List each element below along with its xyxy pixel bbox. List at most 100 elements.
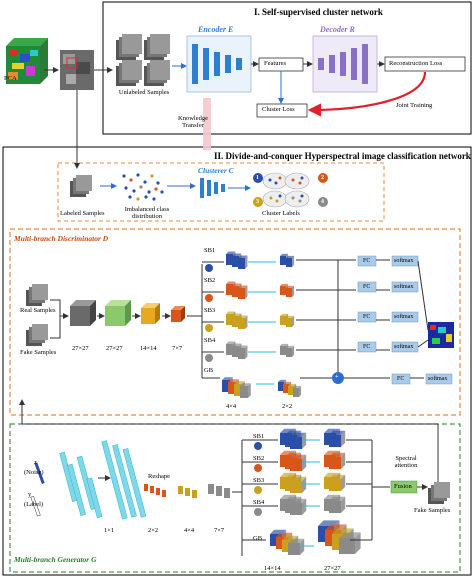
- gen-b4-c2-1: [329, 496, 346, 513]
- cluster-loss-label: Cluster Loss: [262, 106, 295, 113]
- disc-branch-sb2: SB2: [204, 277, 216, 284]
- cluster-badge-1-label: 1: [256, 175, 259, 181]
- labeled-samples-label: Labeled Samples: [60, 210, 105, 217]
- real-samples-icon: [26, 284, 48, 306]
- disc-softmax-column: [391, 255, 453, 385]
- disc-block-2: [105, 300, 131, 326]
- disc-branch-sb4: SB4: [204, 337, 216, 344]
- disc-b3-c2-1: [286, 315, 295, 327]
- disc-softmax-map-4: [417, 339, 429, 348]
- discriminator-box: [9, 228, 461, 416]
- gen-b3-c2-1: [329, 474, 346, 491]
- disc-b4-c1-2: [238, 345, 248, 359]
- disc-branch-badge-4: [205, 354, 213, 362]
- disc-softmax-1: softmax: [394, 258, 414, 264]
- cluster-badge-2: [318, 173, 328, 183]
- discriminator-title: Multi-branch Discriminator D: [14, 234, 109, 243]
- disc-fc-5: FC: [397, 376, 405, 382]
- joint-training-label: Joint Training: [396, 102, 433, 109]
- gen-branch-badge-3: [254, 486, 262, 494]
- gen-branch-sb3: SB3: [253, 477, 265, 484]
- gen-size-6: 27×27: [324, 565, 341, 572]
- classification-map: [428, 322, 454, 348]
- gen-size-3: 4×4: [184, 527, 195, 534]
- gen-branch-sb1: SB1: [253, 433, 265, 440]
- cluster-badge-1: [253, 173, 263, 183]
- gen-fake-samples-label: Fake Samples: [414, 507, 451, 514]
- disc-b3-c1-2: [238, 315, 248, 329]
- gen-reshape-blocks: [144, 484, 166, 497]
- disc-gb-a-3: [240, 383, 251, 398]
- cluster-badge-3-label: 3: [256, 199, 259, 205]
- disc-fc-3: FC: [363, 314, 371, 320]
- gen-noise-label: (Noise): [24, 469, 44, 476]
- pca-patch: [66, 57, 78, 69]
- disc-softmax-3: softmax: [394, 314, 414, 320]
- disc-branch-badge-2: [205, 294, 213, 302]
- real-samples-label: Real Samples: [20, 307, 56, 314]
- disc-b1-c2-1: [286, 255, 295, 267]
- section-1-box: [102, 1, 472, 135]
- pca-label: PCA: [4, 75, 17, 82]
- gen-branch-gb: GB: [253, 535, 263, 542]
- cluster-labels-label: Cluster Labels: [262, 210, 300, 217]
- spectral-attention-label: Spectral attention: [394, 455, 418, 469]
- disc-gb-b-3: [293, 385, 302, 397]
- gen-branch-badge-4: [254, 508, 262, 516]
- gen-b2-c1-2: [290, 454, 307, 471]
- gen-4x4-blocks: [178, 486, 197, 498]
- disc-branch-sb1: SB1: [204, 247, 216, 254]
- unlabeled-samples: [116, 34, 170, 86]
- unlabeled-label: Unlabeled Samples: [118, 89, 170, 96]
- disc-size-5: 4×4: [226, 403, 237, 410]
- cluster-badge-2-label: 2: [321, 175, 324, 181]
- section-2-title: II. Divide-and-conquer Hyperspectral ima…: [214, 151, 471, 161]
- gen-size-5: 14×14: [264, 565, 281, 572]
- cluster-badge-4: [318, 197, 328, 207]
- clusterer-title: Clusterer C: [198, 166, 234, 175]
- disc-size-1: 27×27: [72, 345, 89, 352]
- labeled-samples-icon: [70, 175, 92, 197]
- gen-7x7-blocks: [208, 484, 230, 498]
- disc-b2-c1-2: [238, 285, 248, 299]
- disc-size-3: 14×14: [140, 345, 157, 352]
- imbalanced-label: Imbalanced class distribution: [124, 206, 170, 220]
- disc-softmax-map-1: [417, 260, 429, 331]
- gen-size-4: 7×7: [214, 527, 225, 534]
- reconstruction-loss-label: Reconstruction Loss: [389, 60, 443, 67]
- encoder-title: Encoder E: [198, 25, 234, 34]
- fake-samples-icon: [26, 324, 48, 346]
- disc-softmax-5: softmax: [428, 376, 448, 382]
- plus-node: [332, 372, 344, 384]
- encoder-layers: [192, 44, 242, 84]
- disc-size-4: 7×7: [172, 345, 183, 352]
- gen-branch-sb2: SB2: [253, 455, 265, 462]
- gen-b1-c2-1: [329, 430, 346, 447]
- gen-branch-badge-1: [254, 442, 262, 450]
- clusterer-box: [57, 162, 385, 222]
- gen-size-1: 1×1: [104, 527, 115, 534]
- joint-training-arrow: [307, 71, 427, 117]
- cluster-labels-graphic: [262, 172, 310, 208]
- features-label: Features: [264, 60, 287, 67]
- gen-1x1-blocks: [59, 451, 103, 519]
- decoder-layers: [318, 44, 368, 84]
- gen-gb-a-3: [288, 538, 305, 555]
- decoder-title: Decoder R: [320, 25, 355, 34]
- disc-fc-2: FC: [363, 284, 371, 290]
- disc-b4-c2-1: [286, 345, 295, 357]
- knowledge-transfer-bar: [203, 98, 211, 150]
- gen-fake-samples-icon: [428, 482, 450, 504]
- gen-label-label: (Label): [24, 501, 44, 508]
- disc-fc-column: [357, 255, 411, 385]
- disc-fc-4: FC: [363, 344, 371, 350]
- clusterer-layers: [200, 178, 225, 198]
- gen-b3-c1-2: [290, 476, 307, 493]
- gen-branch-sb4: SB4: [253, 499, 265, 506]
- gen-b4-c1-2: [290, 498, 307, 515]
- knowledge-transfer-label: Knowledge Transfer: [178, 115, 208, 129]
- gen-reshape-label: Reshape: [148, 473, 171, 480]
- cluster-badge-3: [253, 197, 263, 207]
